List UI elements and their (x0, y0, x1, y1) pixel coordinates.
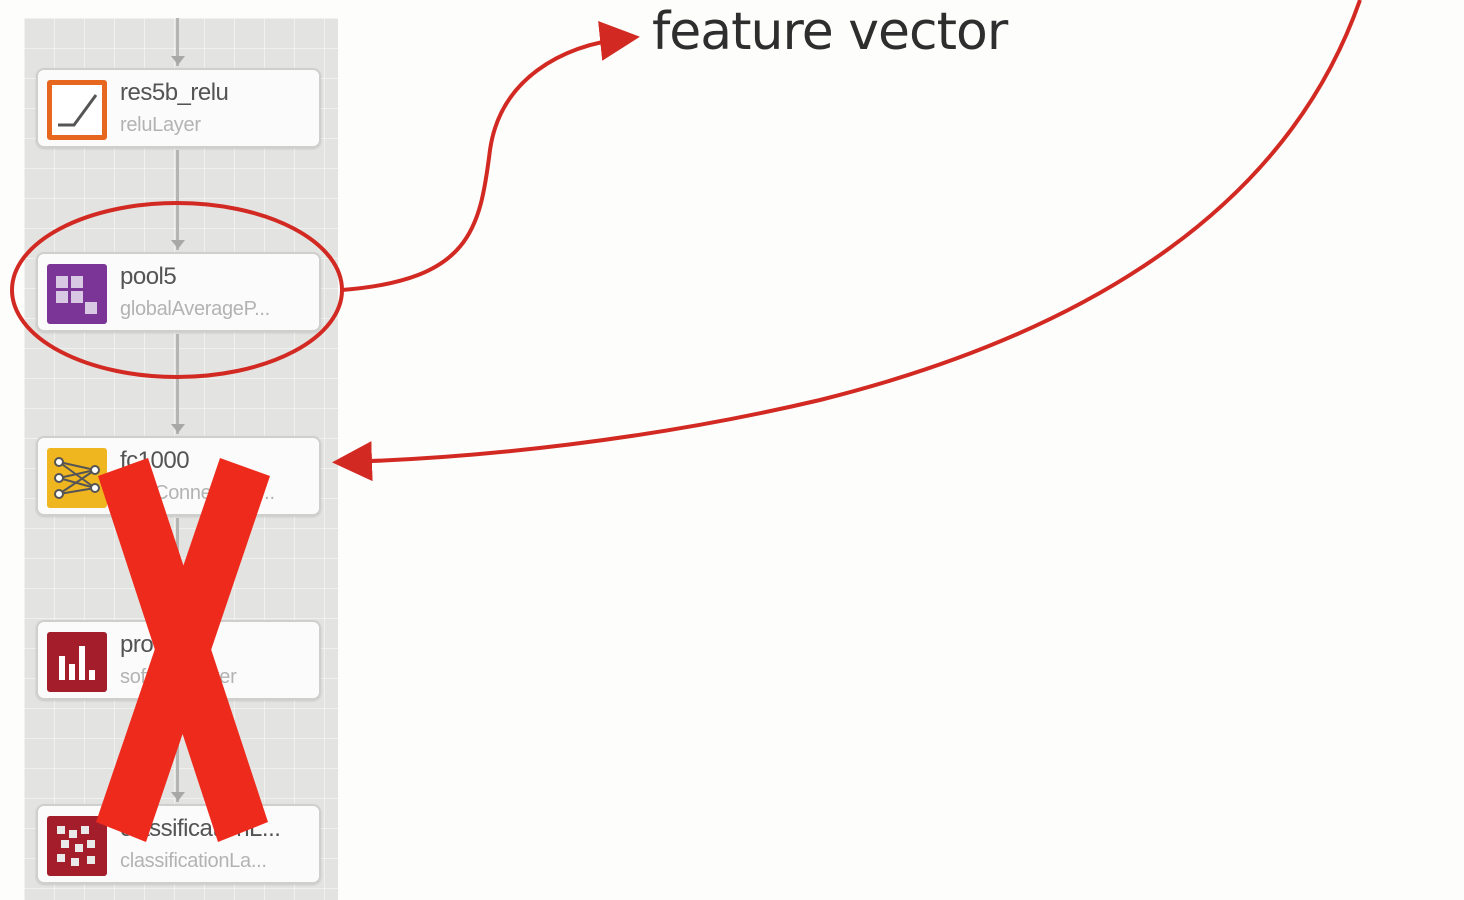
connector-arrow (171, 792, 185, 801)
connector-arrow (171, 424, 185, 433)
layer-node-res5b-relu[interactable]: res5b_relu reluLayer (36, 68, 321, 148)
feature-vector-arrow (341, 20, 640, 292)
fully-connected-icon (47, 448, 107, 508)
feature-vector-label: feature vector (652, 2, 1008, 62)
layer-type: reluLayer (120, 114, 201, 136)
relu-icon (47, 80, 107, 140)
softmax-icon (47, 632, 107, 692)
layer-type: classificationLa... (120, 850, 267, 872)
pooling-icon (47, 264, 107, 324)
layer-node-pool5[interactable]: pool5 globalAverageP... (36, 252, 321, 332)
layer-name: pool5 (120, 263, 177, 290)
removed-layers-cross (96, 458, 270, 842)
connector-arrow (171, 240, 185, 249)
layer-type: globalAverageP... (120, 298, 270, 320)
connector-pool-to-fc (176, 334, 179, 434)
new-layer-arrow (332, 0, 1362, 482)
pool5-highlight-ellipse (10, 201, 344, 379)
connector-prob-to-class (176, 702, 179, 802)
connector-relu-to-pool (176, 150, 179, 250)
connector-arrow (171, 56, 185, 65)
classification-icon (47, 816, 107, 876)
layer-name: res5b_relu (120, 79, 229, 106)
connector-top (176, 18, 179, 66)
